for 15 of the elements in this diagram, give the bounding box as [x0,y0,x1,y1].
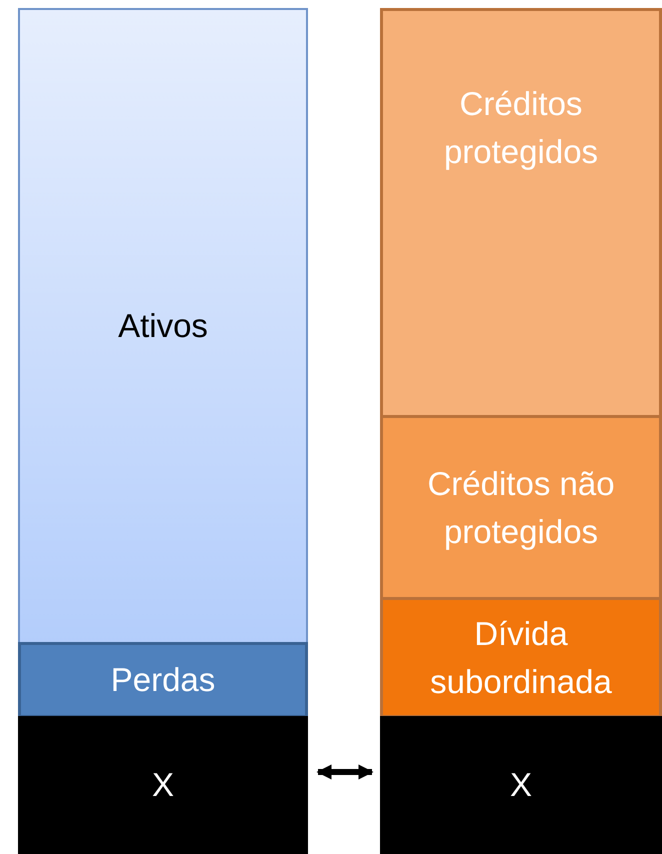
loss-bar [18,642,308,718]
bar-label: Dívida subordinada [429,614,613,702]
bar [380,716,662,854]
bar-label: Créditos protegidos [442,84,600,172]
liability-bar [380,8,662,418]
bar-label: Ativos [117,306,209,346]
double-arrow [316,764,374,780]
liability-bar [380,415,662,600]
bar-label: X [150,765,175,806]
bar [18,716,308,854]
bar-label: Créditos não protegidos [426,464,616,552]
bar-label: X [508,765,533,806]
liability-bar [380,597,662,718]
bar-label: Perdas [110,660,216,700]
asset-bar [18,8,308,644]
